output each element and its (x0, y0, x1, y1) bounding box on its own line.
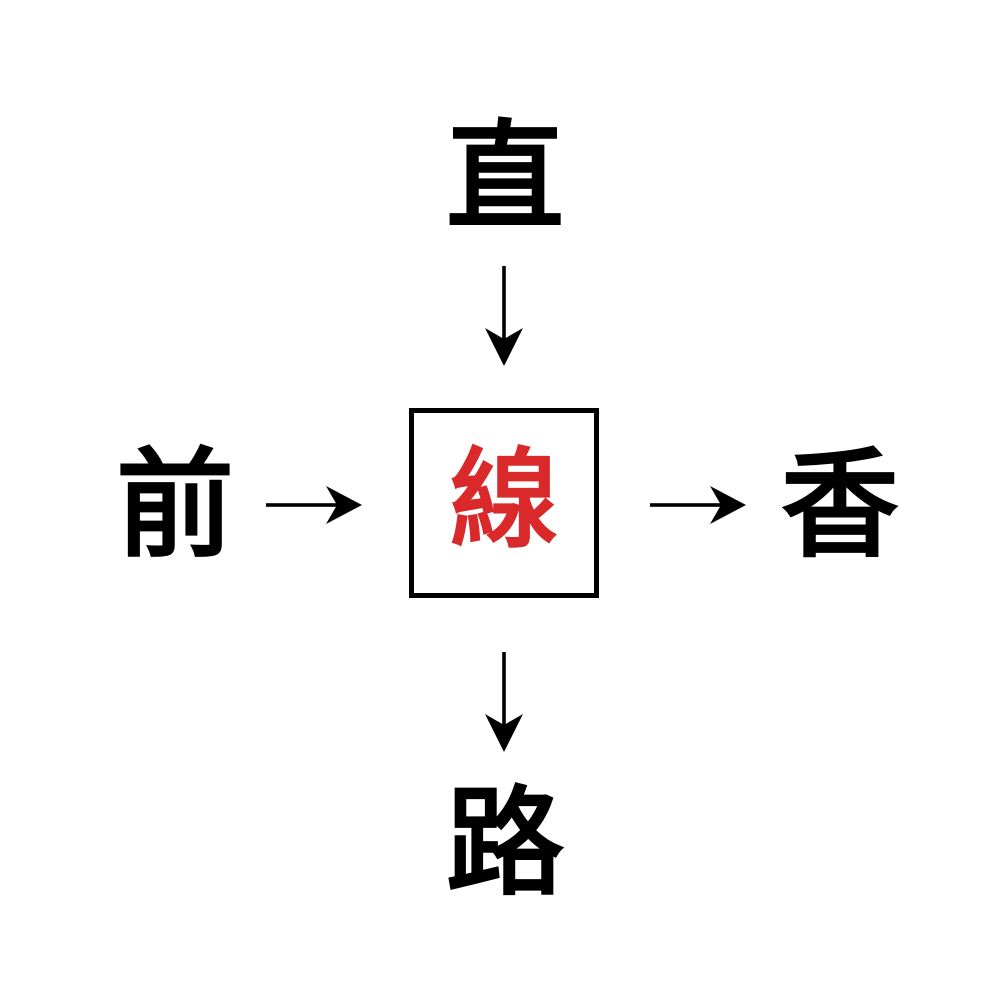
kanji-character-bottom: 路 (445, 774, 564, 912)
kanji-character-top: 直 (445, 108, 564, 246)
kanji-node-bottom: 路 (405, 778, 605, 908)
center-kanji-box: 線 (409, 408, 599, 598)
down-arrow-icon-top (479, 266, 529, 366)
kanji-character-center: 線 (449, 438, 558, 563)
right-arrow-icon-right (650, 480, 746, 530)
kanji-character-right: 香 (780, 436, 899, 574)
kanji-node-left: 前 (75, 440, 275, 570)
kanji-node-right: 香 (740, 440, 940, 570)
down-arrow-icon-bottom (479, 652, 529, 752)
kanji-character-left: 前 (115, 436, 234, 574)
kanji-node-top: 直 (405, 112, 605, 242)
right-arrow-icon-left (266, 480, 362, 530)
